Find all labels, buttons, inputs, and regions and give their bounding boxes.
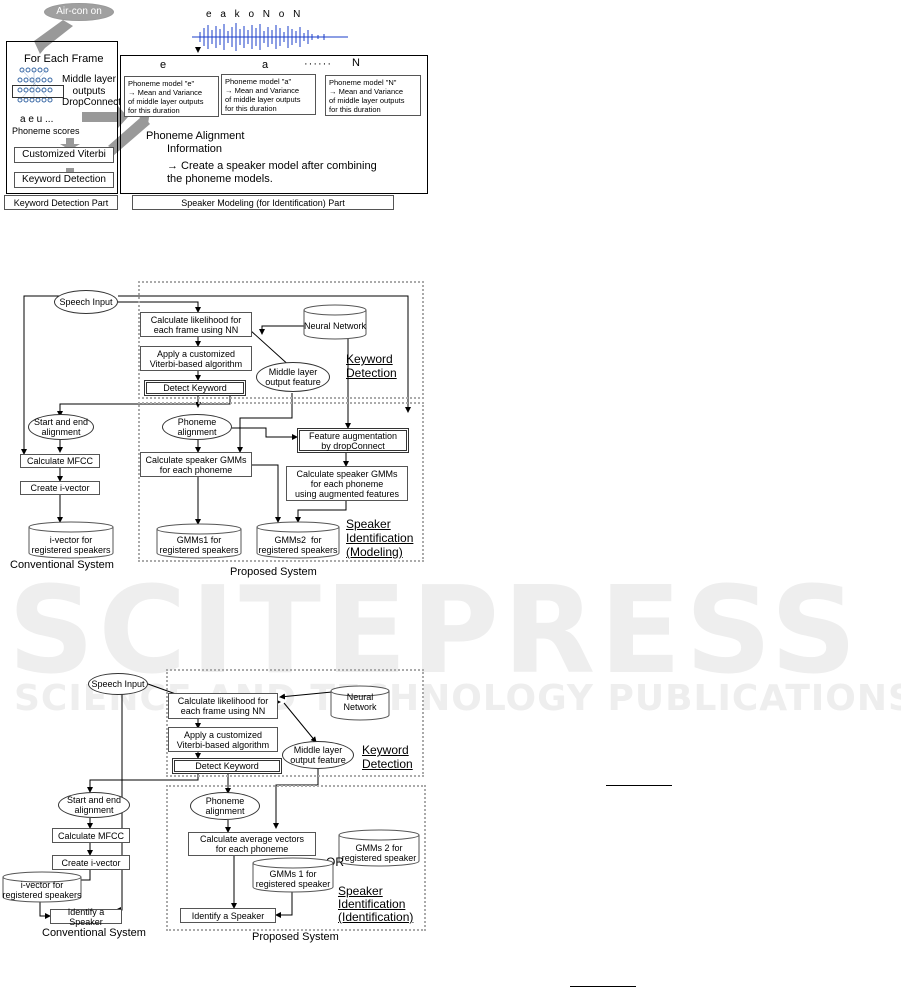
customized-viterbi-box: Customized Viterbi — [14, 147, 114, 163]
phoneme-alignment-node: Phoneme alignment — [162, 414, 232, 440]
detect-keyword-box: Detect Keyword — [144, 380, 246, 396]
calc-mfcc-box-2: Calculate MFCC — [52, 828, 130, 843]
ivector-db-2: i-vector for registered speakers — [2, 871, 82, 903]
create-ivector-box-2: Create i-vector — [52, 855, 130, 870]
identify-speaker-box-conventional: Identify a Speaker — [50, 907, 122, 927]
middle-layer-feature-node-2: Middle layer output feature — [282, 741, 354, 769]
speaker-identification-region — [166, 785, 426, 931]
neural-network-db: Neural Network — [303, 304, 367, 340]
ivector-db-label: i-vector for registered speakers — [31, 535, 111, 555]
gmms2-db: GMMs2 for registered speakers — [256, 521, 340, 559]
keyword-detection-part-label: Keyword Detection Part — [4, 195, 118, 210]
gmms1-db-label-2: GMMs 1 for registered speaker — [255, 869, 331, 889]
calc-speaker-gmms-box: Calculate speaker GMMs for each phoneme — [140, 452, 252, 477]
calc-speaker-gmms-augmented-box: Calculate speaker GMMs for each phoneme … — [286, 466, 408, 501]
row-label-N: N — [352, 57, 360, 69]
row-label-e: e — [160, 59, 167, 71]
proposed-system-label-2: Proposed System — [252, 931, 339, 943]
phoneme-model-N: Phoneme model "N" → Mean and Variance of… — [325, 75, 421, 116]
conventional-system-label-2: Conventional System — [42, 927, 146, 939]
gmms1-db: GMMs1 for registered speakers — [156, 523, 242, 559]
gmms1-db-label: GMMs1 for registered speakers — [159, 535, 239, 555]
gmms2-db-label: GMMs2 for registered speakers — [258, 535, 338, 555]
keyword-detection-heading-2: Keyword Detection — [362, 743, 413, 771]
gmms2-db-2: GMMs 2 for registered speaker — [338, 829, 420, 867]
speech-input-node: Speech Input — [54, 290, 118, 314]
apply-viterbi-box: Apply a customized Viterbi-based algorit… — [140, 346, 252, 371]
underline-fragment-1 — [606, 785, 672, 786]
create-ivector-box: Create i-vector — [20, 481, 100, 495]
row-label-dots: ······ — [304, 58, 332, 70]
start-end-alignment-node-2: Start and end alignment — [58, 792, 130, 818]
underline-fragment-2 — [570, 986, 636, 987]
speech-input-node-2: Speech Input — [88, 673, 148, 695]
middle-layer-feature-node: Middle layer output feature — [256, 362, 330, 392]
ivector-db: i-vector for registered speakers — [28, 521, 114, 559]
phoneme-scores-label: Phoneme scores — [12, 126, 80, 136]
neural-network-label-2: Neural Network — [343, 692, 377, 712]
ivector-db-label-2: i-vector for registered speakers — [2, 880, 82, 900]
middle-layer-highlight — [12, 85, 64, 98]
phoneme-alignment-node-2: Phoneme alignment — [190, 792, 260, 820]
conventional-system-label: Conventional System — [10, 559, 114, 571]
calc-likelihood-box-2: Calculate likelihood for each frame usin… — [168, 693, 278, 719]
feature-augmentation-box: Feature augmentation by dropConnect — [297, 428, 409, 453]
start-end-alignment-node: Start and end alignment — [28, 414, 94, 440]
row-label-a: a — [262, 59, 269, 71]
gmms1-db-2: GMMs 1 for registered speaker — [252, 857, 334, 893]
neural-network-label: Neural Network — [303, 321, 367, 331]
phoneme-model-e: Phoneme model "e" → Mean and Variance of… — [124, 76, 219, 117]
phoneme-model-a: Phoneme model "a" → Mean and Variance of… — [221, 74, 316, 115]
keyword-detection-region — [138, 281, 424, 399]
middle-layer-outputs-label: Middle layer outputs — [62, 74, 116, 97]
speaker-modeling-frame — [120, 55, 428, 194]
speaker-modeling-part-label: Speaker Modeling (for Identification) Pa… — [132, 195, 394, 210]
watermark-publications: SCIENCE AND TECHNOLOGY PUBLICATIONS — [14, 678, 901, 719]
identify-speaker-box-proposed: Identify a Speaker — [180, 908, 276, 923]
detect-keyword-box-2: Detect Keyword — [172, 758, 282, 774]
neural-network-db-2: Neural Network — [330, 685, 390, 721]
keyword-detection-frame — [6, 41, 118, 194]
keyword-detection-region-2 — [166, 669, 424, 777]
keyword-detection-box: Keyword Detection — [14, 172, 114, 188]
watermark-scitepress: SCITEPRESS — [8, 562, 861, 701]
waveform-icon — [192, 23, 348, 51]
air-con-on-bubble: Air-con on — [44, 3, 114, 21]
information-label: Information — [167, 143, 223, 155]
speaker-identification-modeling-region — [138, 402, 424, 562]
calc-mfcc-box: Calculate MFCC — [20, 454, 100, 468]
calc-average-vectors-box: Calculate average vectors for each phone… — [188, 832, 316, 856]
dropconnect-label: DropConnect — [62, 97, 121, 108]
speaker-identification-modeling-heading: Speaker Identification (Modeling) — [346, 517, 414, 559]
for-each-frame-label: For Each Frame — [24, 53, 104, 65]
speaker-identification-heading: Speaker Identification (Identification) — [338, 884, 414, 924]
calc-likelihood-box: Calculate likelihood for each frame usin… — [140, 312, 252, 337]
create-speaker-model-text: → Create a speaker model after combining… — [167, 160, 377, 185]
proposed-system-label: Proposed System — [230, 566, 317, 578]
gmms2-db-label-2: GMMs 2 for registered speaker — [341, 843, 417, 863]
waveform-labels: e a k o N o N — [206, 9, 304, 20]
apply-viterbi-box-2: Apply a customized Viterbi-based algorit… — [168, 727, 278, 752]
phoneme-letters: a e u ... — [20, 114, 54, 125]
phoneme-alignment-title: Phoneme Alignment — [146, 130, 245, 142]
keyword-detection-heading: Keyword Detection — [346, 352, 397, 380]
